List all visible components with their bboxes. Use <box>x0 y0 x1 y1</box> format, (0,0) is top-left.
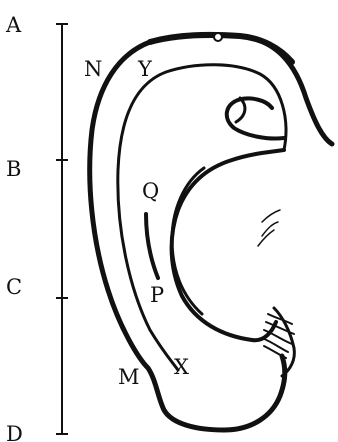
helix-inner-line <box>116 63 288 372</box>
scale-label-d: D <box>6 422 23 442</box>
crus-stroke <box>234 96 247 124</box>
ear-drawing <box>87 31 335 433</box>
point-label-p: P <box>150 283 164 307</box>
helix-top-shading <box>147 31 295 65</box>
scale-label-a: A <box>5 13 22 37</box>
concha-inner <box>170 166 206 316</box>
antihelix <box>169 148 286 343</box>
point-label-x: X <box>174 355 189 379</box>
scapha-groove <box>144 212 160 280</box>
tragus-hatching <box>261 306 296 378</box>
point-label-n: N <box>84 57 102 81</box>
concha-strokes <box>257 209 281 247</box>
measurement-ruler <box>56 23 68 435</box>
scale-label-b: B <box>6 157 21 181</box>
crus-of-helix <box>224 96 286 141</box>
point-label-m: M <box>118 365 140 389</box>
scale-label-c: C <box>6 275 22 299</box>
point-label-y: Y <box>137 57 153 81</box>
top-point-marker <box>213 32 223 42</box>
point-label-q: Q <box>142 179 159 203</box>
